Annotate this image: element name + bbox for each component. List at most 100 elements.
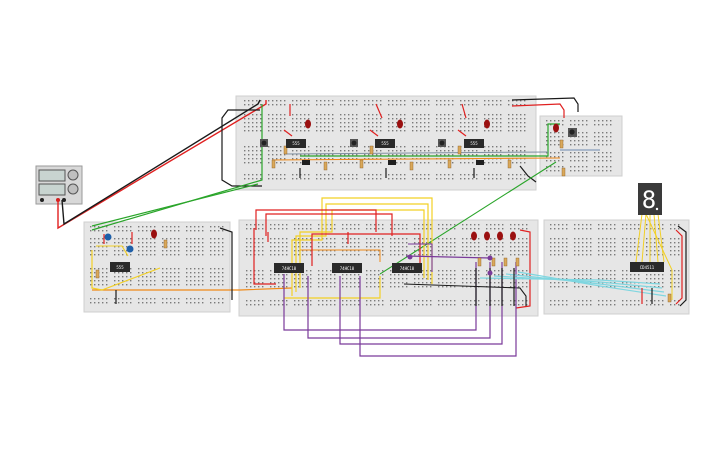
resistor[interactable] [163, 239, 168, 249]
wire-black-left-rail[interactable] [219, 227, 233, 300]
wire-green-top[interactable] [300, 123, 560, 157]
push-button-4[interactable] [568, 128, 577, 137]
resistor[interactable] [515, 257, 520, 267]
resistor[interactable] [409, 161, 414, 171]
push-button-2[interactable] [350, 139, 358, 147]
wire-red-right-rail[interactable] [515, 229, 531, 309]
wire-yellow-seg-2[interactable] [641, 213, 647, 263]
chip-counter-2[interactable]: 74HC10 [332, 263, 362, 273]
wire-yellow-seg-4[interactable] [653, 213, 659, 263]
wire-red-right-board[interactable] [675, 229, 683, 305]
wire-cyan-1[interactable] [479, 277, 661, 285]
power-supply[interactable] [35, 165, 83, 205]
capacitor-top-1[interactable] [302, 160, 310, 165]
wire-yellow-seg-1[interactable] [635, 213, 643, 263]
wire-cyan-2[interactable] [493, 275, 663, 289]
resistor[interactable] [503, 257, 508, 267]
wire-purple-5[interactable] [405, 255, 491, 259]
resistor[interactable] [457, 145, 462, 155]
resistor[interactable] [477, 257, 482, 267]
chip-counter-3[interactable]: 74HC10 [392, 263, 422, 273]
resistor[interactable] [283, 145, 288, 155]
black-jumpers [115, 168, 653, 306]
wire-yellow-seg-6[interactable] [645, 213, 673, 300]
wire-yellow-3[interactable] [299, 209, 425, 288]
chip-decoder[interactable]: CD4511 [630, 262, 664, 272]
chip-counter-1[interactable]: 74HC10 [274, 263, 304, 273]
junction-dot-3 [487, 270, 493, 276]
wire-orange-mid[interactable] [300, 249, 381, 262]
chip-top-1[interactable]: 555 [286, 139, 306, 148]
push-button-3[interactable] [438, 139, 446, 147]
wire-orange-low[interactable] [92, 287, 293, 291]
wire-cyan-3[interactable] [505, 273, 665, 293]
wire-cyan-4[interactable] [517, 271, 667, 297]
resistor[interactable] [561, 167, 566, 177]
resistor[interactable] [369, 145, 374, 155]
capacitor-top-2[interactable] [388, 160, 396, 165]
led-red[interactable] [397, 119, 403, 129]
resistors [95, 139, 672, 303]
led-red[interactable] [305, 119, 311, 129]
capacitor-top-3[interactable] [476, 160, 484, 165]
terminal-ground[interactable] [40, 198, 44, 202]
wire-purple-4[interactable] [359, 262, 517, 357]
resistor[interactable] [359, 159, 364, 169]
push-button-1[interactable] [260, 139, 268, 147]
led-red[interactable] [510, 231, 516, 241]
capacitor-blue-2[interactable] [126, 245, 134, 253]
junction-dot-2 [487, 255, 493, 261]
wire-supply-black[interactable] [61, 99, 261, 226]
wire-top-right-black[interactable] [511, 97, 579, 112]
chip-timer-555[interactable]: 555 [110, 262, 130, 272]
capacitor-blue-1[interactable] [104, 233, 112, 241]
chip-top-2[interactable]: 555 [375, 139, 395, 148]
wire-black-right-rail[interactable] [677, 225, 687, 307]
wire-red-mid-3[interactable] [311, 233, 421, 266]
wire-red-mid-4[interactable] [253, 228, 276, 285]
wire-red-mid-1[interactable] [255, 209, 377, 232]
voltage-knob[interactable] [67, 169, 79, 181]
resistor[interactable] [271, 159, 276, 169]
resistor[interactable] [559, 139, 564, 149]
resistor[interactable] [447, 159, 452, 169]
led-red[interactable] [151, 229, 157, 239]
wire-yellow-1[interactable] [291, 197, 433, 296]
chip-counter-3-label: 74HC10 [400, 266, 415, 271]
led-red[interactable] [471, 231, 477, 241]
wire-top-black-loop[interactable] [221, 109, 262, 187]
breadboard-right[interactable] [543, 219, 690, 315]
wire-yellow-left[interactable] [91, 250, 161, 291]
resistor[interactable] [95, 269, 100, 279]
led-red[interactable] [484, 119, 490, 129]
chip-top-3[interactable]: 555 [464, 139, 484, 148]
wire-yellow-4[interactable] [284, 276, 381, 299]
wire-grey-top[interactable] [285, 151, 549, 155]
wire-green-left[interactable] [91, 104, 263, 231]
breadboard-top-right[interactable] [539, 115, 623, 177]
wire-purple-6[interactable] [408, 243, 433, 272]
current-knob[interactable] [67, 183, 79, 195]
wire-green-left-2[interactable] [91, 183, 259, 227]
wire-supply-red[interactable] [57, 100, 267, 230]
resistor[interactable] [491, 257, 496, 267]
wire-yellow-seg-5[interactable] [657, 213, 665, 263]
led-red[interactable] [497, 231, 503, 241]
junction-dot-1 [407, 254, 413, 260]
resistor[interactable] [507, 159, 512, 169]
wire-yellow-2[interactable] [295, 203, 429, 292]
wire-top-right-red[interactable] [511, 103, 565, 118]
resistor[interactable] [323, 161, 328, 171]
led-red[interactable] [484, 231, 490, 241]
resistor[interactable] [667, 293, 672, 303]
wire-yellow-left-2[interactable] [96, 245, 129, 257]
wire-orange-top[interactable] [271, 157, 561, 161]
seven-segment-display[interactable]: 8 [638, 183, 662, 215]
led-red[interactable] [553, 123, 559, 133]
wire-top-black-diag[interactable] [519, 165, 537, 183]
wire-black-mid[interactable] [403, 283, 527, 306]
wire-red-mid-2[interactable] [265, 213, 393, 236]
terminal-negative[interactable] [62, 198, 66, 202]
